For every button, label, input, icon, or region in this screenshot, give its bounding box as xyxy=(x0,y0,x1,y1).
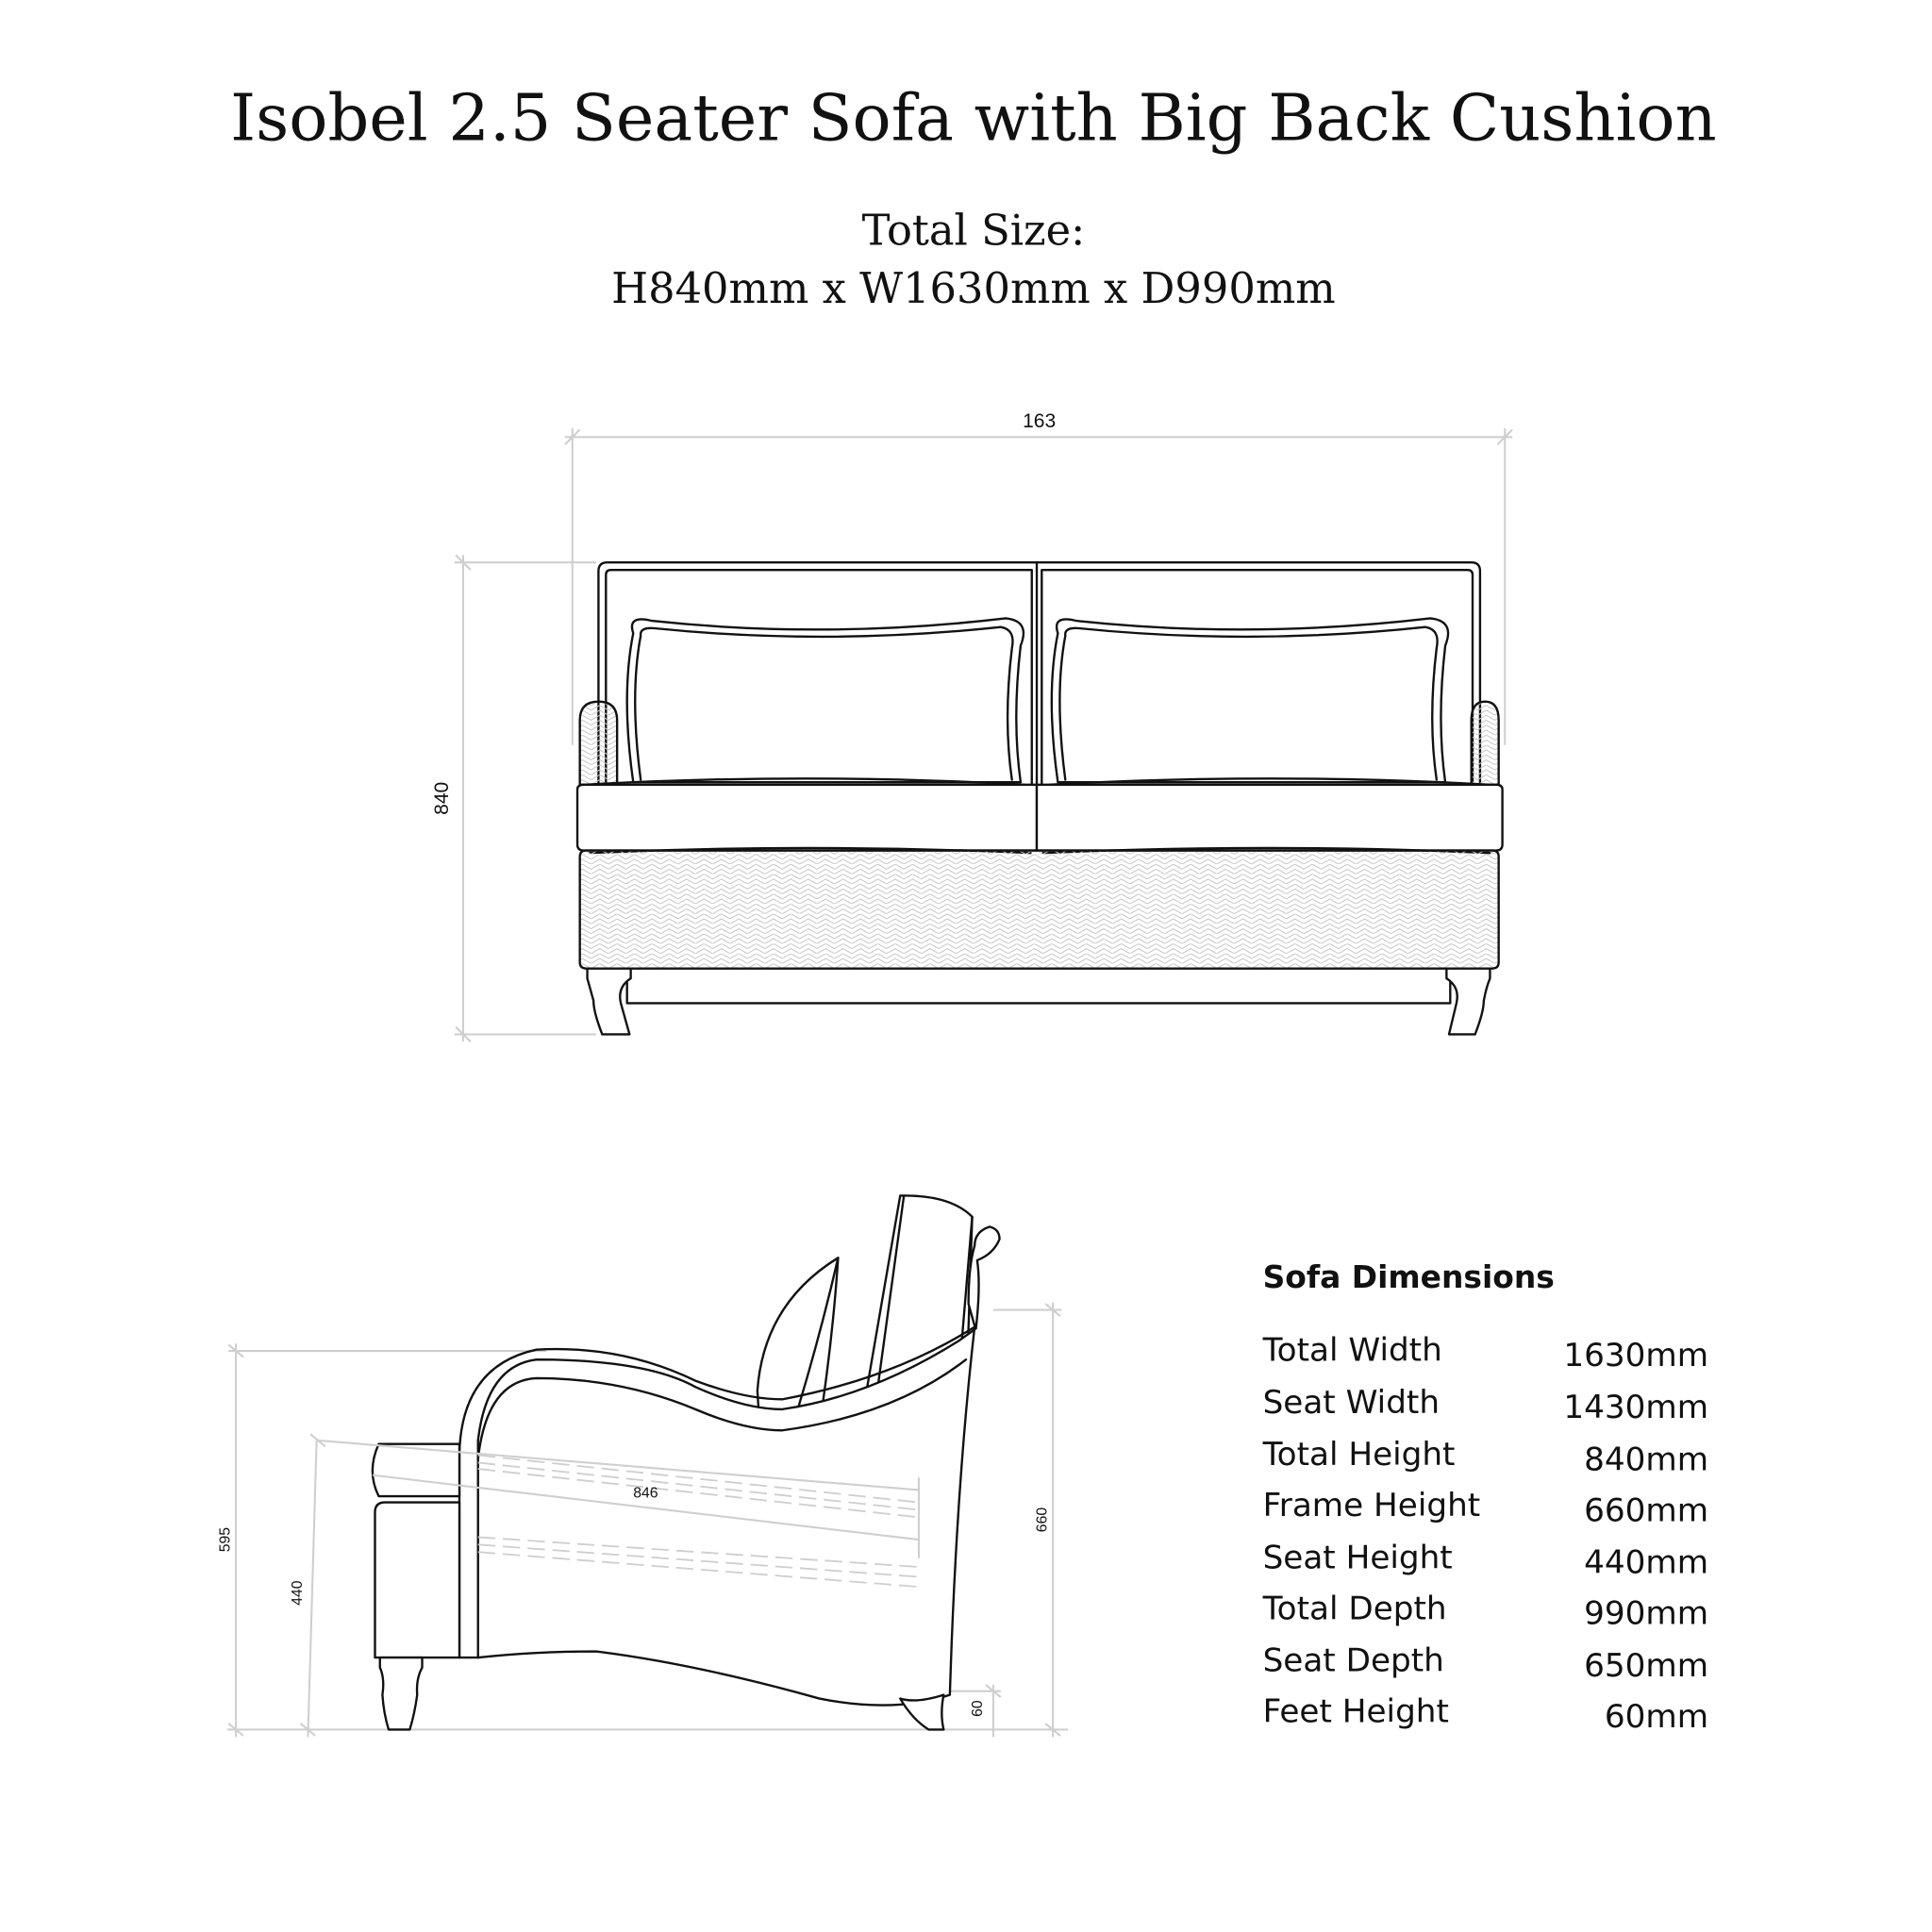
seat-depth-label: 846 xyxy=(633,1485,658,1501)
sofa-side-body xyxy=(476,1225,1001,1707)
arm-left xyxy=(578,700,619,787)
row-label: Total Width xyxy=(1262,1332,1442,1370)
frame-height-label: 660 xyxy=(1035,1507,1051,1533)
table-row: Total Width 1630mm xyxy=(1262,1332,1709,1374)
row-value: 1630mm xyxy=(1563,1337,1708,1374)
height-dimension-label: 840 xyxy=(431,782,453,815)
total-size-label: Total Size: xyxy=(862,205,1086,255)
overall-height-dimension-line xyxy=(227,1343,547,1738)
leg-front xyxy=(378,1656,424,1731)
dimensions-heading: Sofa Dimensions xyxy=(1263,1258,1555,1295)
table-row: Frame Height 660mm xyxy=(1263,1487,1709,1529)
table-row: Seat Depth 650mm xyxy=(1263,1642,1709,1685)
dimensions-table: Sofa Dimensions Total Width 1630mm Seat W… xyxy=(1262,1258,1709,1736)
table-row: Feet Height 60mm xyxy=(1263,1693,1709,1736)
total-size-value: H840mm x W1630mm x D990mm xyxy=(611,263,1336,313)
row-label: Frame Height xyxy=(1263,1487,1481,1524)
row-value: 660mm xyxy=(1584,1491,1708,1529)
row-label: Total Height xyxy=(1262,1436,1456,1474)
row-label: Seat Width xyxy=(1263,1384,1440,1422)
height-dimension-line xyxy=(454,554,596,1043)
seat-depth-dimension-line xyxy=(316,1439,921,1558)
row-value: 60mm xyxy=(1605,1698,1708,1736)
row-label: Seat Depth xyxy=(1263,1642,1444,1680)
row-label: Seat Height xyxy=(1263,1539,1453,1576)
row-value: 840mm xyxy=(1584,1441,1708,1478)
table-row: Seat Width 1430mm xyxy=(1263,1384,1709,1426)
front-view-drawing: 163 840 xyxy=(431,410,1513,1043)
table-row: Seat Height 440mm xyxy=(1263,1539,1709,1581)
feet-height-label: 60 xyxy=(970,1700,986,1717)
leg-front-right xyxy=(1445,967,1491,1036)
seat-cushion-left xyxy=(575,783,1039,852)
page-title: Isobel 2.5 Seater Sofa with Big Back Cus… xyxy=(230,81,1717,157)
width-dimension-label: 163 xyxy=(1023,410,1056,432)
row-value: 650mm xyxy=(1584,1647,1708,1685)
leg-back xyxy=(899,1693,945,1731)
frame-height-dimension-line xyxy=(992,1302,1062,1738)
seat-height-label: 440 xyxy=(290,1580,306,1606)
row-value: 440mm xyxy=(1584,1544,1708,1582)
row-value: 990mm xyxy=(1584,1595,1708,1633)
row-label: Feet Height xyxy=(1263,1693,1449,1731)
leg-front-left xyxy=(586,967,632,1036)
seat-cushion-right xyxy=(1035,783,1504,852)
back-cushion-right xyxy=(1050,617,1450,784)
side-view-drawing: 595 440 660 60 xyxy=(217,1194,1068,1738)
sofa-base xyxy=(578,849,1500,970)
arm-right xyxy=(1470,700,1500,787)
feet-height-dimension-line xyxy=(943,1684,1002,1738)
overall-height-label: 595 xyxy=(217,1527,233,1553)
table-row: Total Depth 990mm xyxy=(1262,1590,1709,1632)
row-label: Total Depth xyxy=(1262,1590,1447,1627)
back-cushion-left xyxy=(625,617,1025,784)
table-row: Total Height 840mm xyxy=(1262,1436,1709,1478)
row-value: 1430mm xyxy=(1563,1389,1708,1426)
width-dimension-line xyxy=(564,428,1513,745)
